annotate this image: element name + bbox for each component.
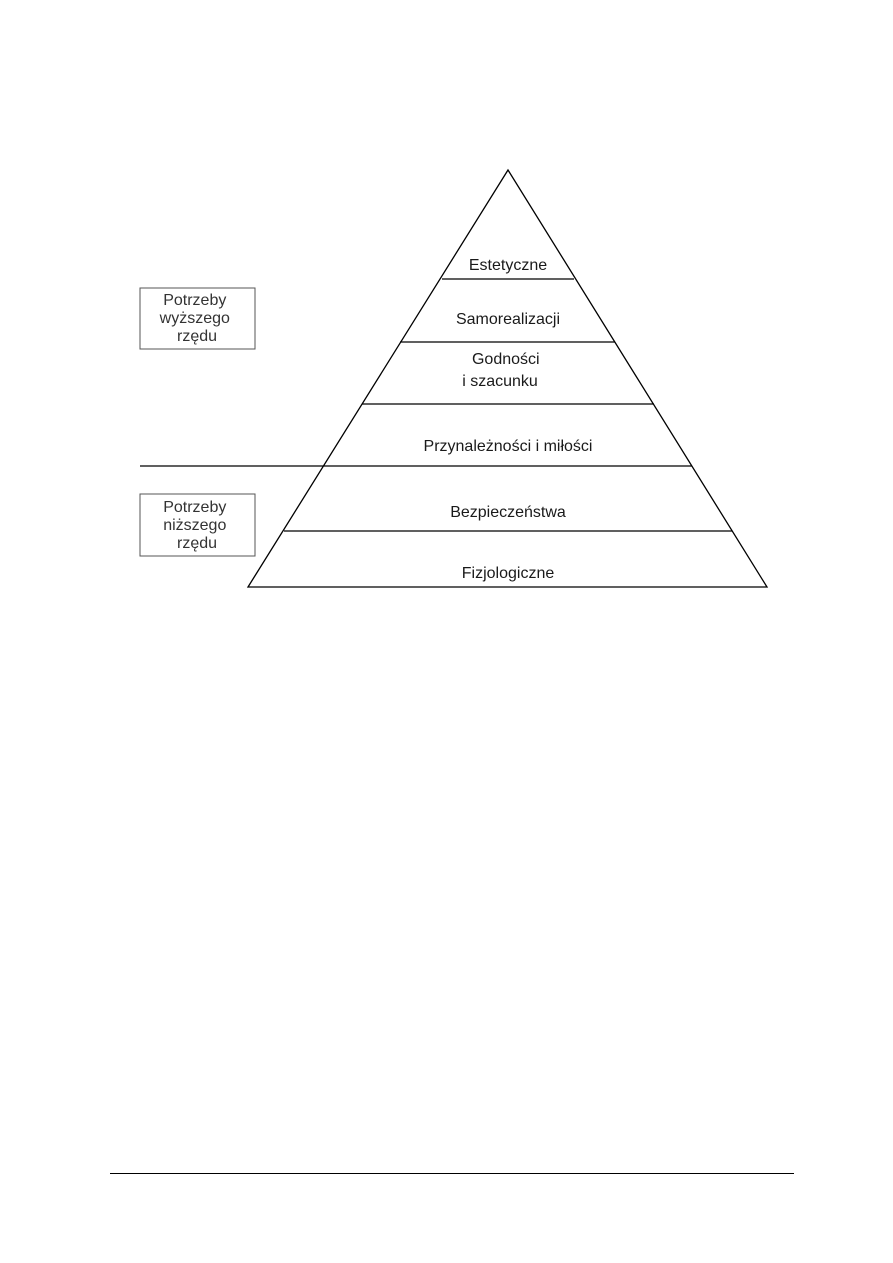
level-label-line: Samorealizacji	[456, 311, 560, 328]
level-label-line: i szacunku	[462, 373, 538, 390]
lower-needs-box	[139, 493, 256, 557]
level-label-aesthetic: Estetyczne	[469, 257, 547, 274]
lower-needs-label-line: rzędu	[177, 535, 217, 552]
level-label-line: Estetyczne	[469, 257, 547, 274]
higher-needs-label-line: wyższego	[159, 310, 230, 327]
level-label-self-actualization: Samorealizacji	[456, 311, 560, 328]
lower-needs-label-line: niższego	[163, 517, 226, 534]
level-label-safety: Bezpieczeństwa	[450, 504, 566, 521]
lower-needs-label: Potrzeby niższego rzędu	[163, 499, 231, 552]
level-label-line: Bezpieczeństwa	[450, 504, 566, 521]
higher-needs-label-line: rzędu	[177, 328, 217, 345]
level-label-belonging: Przynależności i miłości	[424, 438, 593, 455]
level-label-line: Godności	[472, 351, 540, 368]
higher-needs-box	[139, 287, 256, 350]
higher-needs-label-line: Potrzeby	[163, 292, 226, 309]
higher-needs-label: Potrzeby wyższego rzędu	[159, 292, 235, 345]
level-label-physiological: Fizjologiczne	[462, 565, 555, 582]
lower-needs-label-line: Potrzeby	[163, 499, 226, 516]
level-label-line: Przynależności i miłości	[424, 438, 593, 455]
level-label-line: Fizjologiczne	[462, 565, 555, 582]
pyramid-outline	[246, 168, 769, 588]
footer-rule	[110, 1173, 794, 1174]
level-label-esteem: Godności i szacunku	[462, 351, 544, 390]
